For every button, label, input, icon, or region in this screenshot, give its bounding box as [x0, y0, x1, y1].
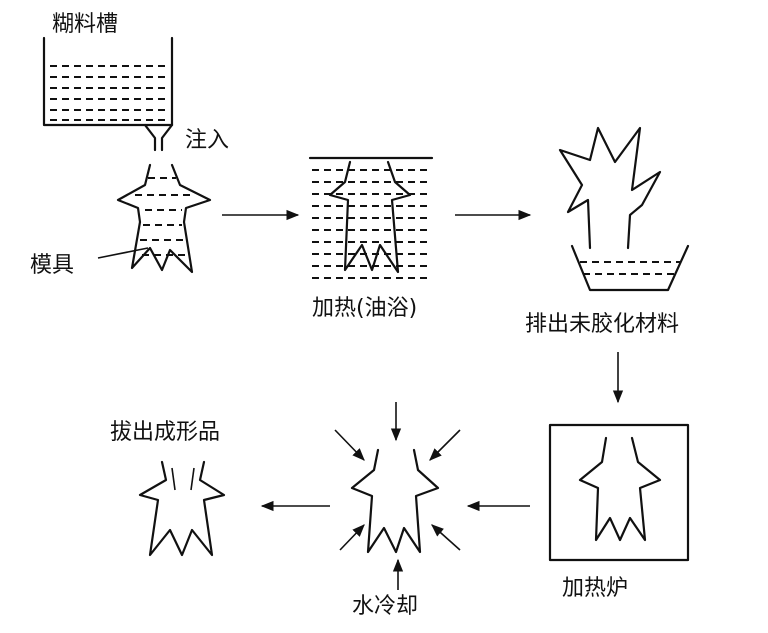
label-paste-tank: 糊料槽 [52, 12, 119, 37]
label-inject: 注入 [185, 128, 230, 153]
label-mold: 模具 [30, 253, 75, 278]
removed-product [138, 460, 226, 557]
oil-bath [308, 156, 434, 279]
furnace [548, 423, 690, 562]
water-cool [334, 402, 461, 590]
label-heating-oil-bath: 加热(油浴) [312, 296, 418, 321]
label-water-cool: 水冷却 [352, 594, 419, 619]
label-furnace: 加热炉 [562, 576, 629, 601]
mold-filled [97, 163, 212, 274]
paste-tank [42, 36, 174, 152]
label-remove-product: 拔出成形品 [110, 420, 221, 445]
label-drain: 排出未胶化材料 [525, 312, 680, 337]
drain-stage [558, 126, 690, 292]
